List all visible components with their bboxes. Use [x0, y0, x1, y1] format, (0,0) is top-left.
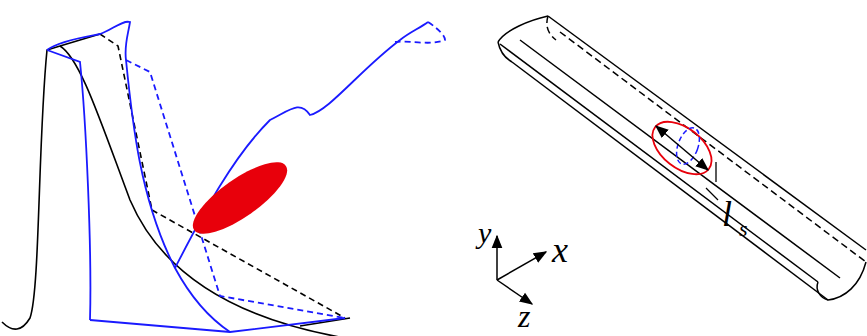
- deformed-tooth: [47, 22, 445, 332]
- dimension-symbol: l: [722, 196, 732, 232]
- length-arrow: [656, 126, 708, 170]
- axis-label: z: [518, 300, 530, 332]
- contact-ellipse: [643, 111, 721, 184]
- contact-patch: [183, 150, 297, 245]
- leader-line: [706, 188, 718, 200]
- axis-label: x: [552, 232, 568, 268]
- tooth-profile: [2, 34, 350, 336]
- tooth-slab: [498, 16, 866, 300]
- axis-label: y: [478, 218, 491, 248]
- extension-line: [715, 162, 716, 182]
- coordinate-axes: [497, 236, 546, 304]
- dimension-subscript: s: [739, 218, 748, 240]
- contact-ellipse-inner: [672, 125, 704, 168]
